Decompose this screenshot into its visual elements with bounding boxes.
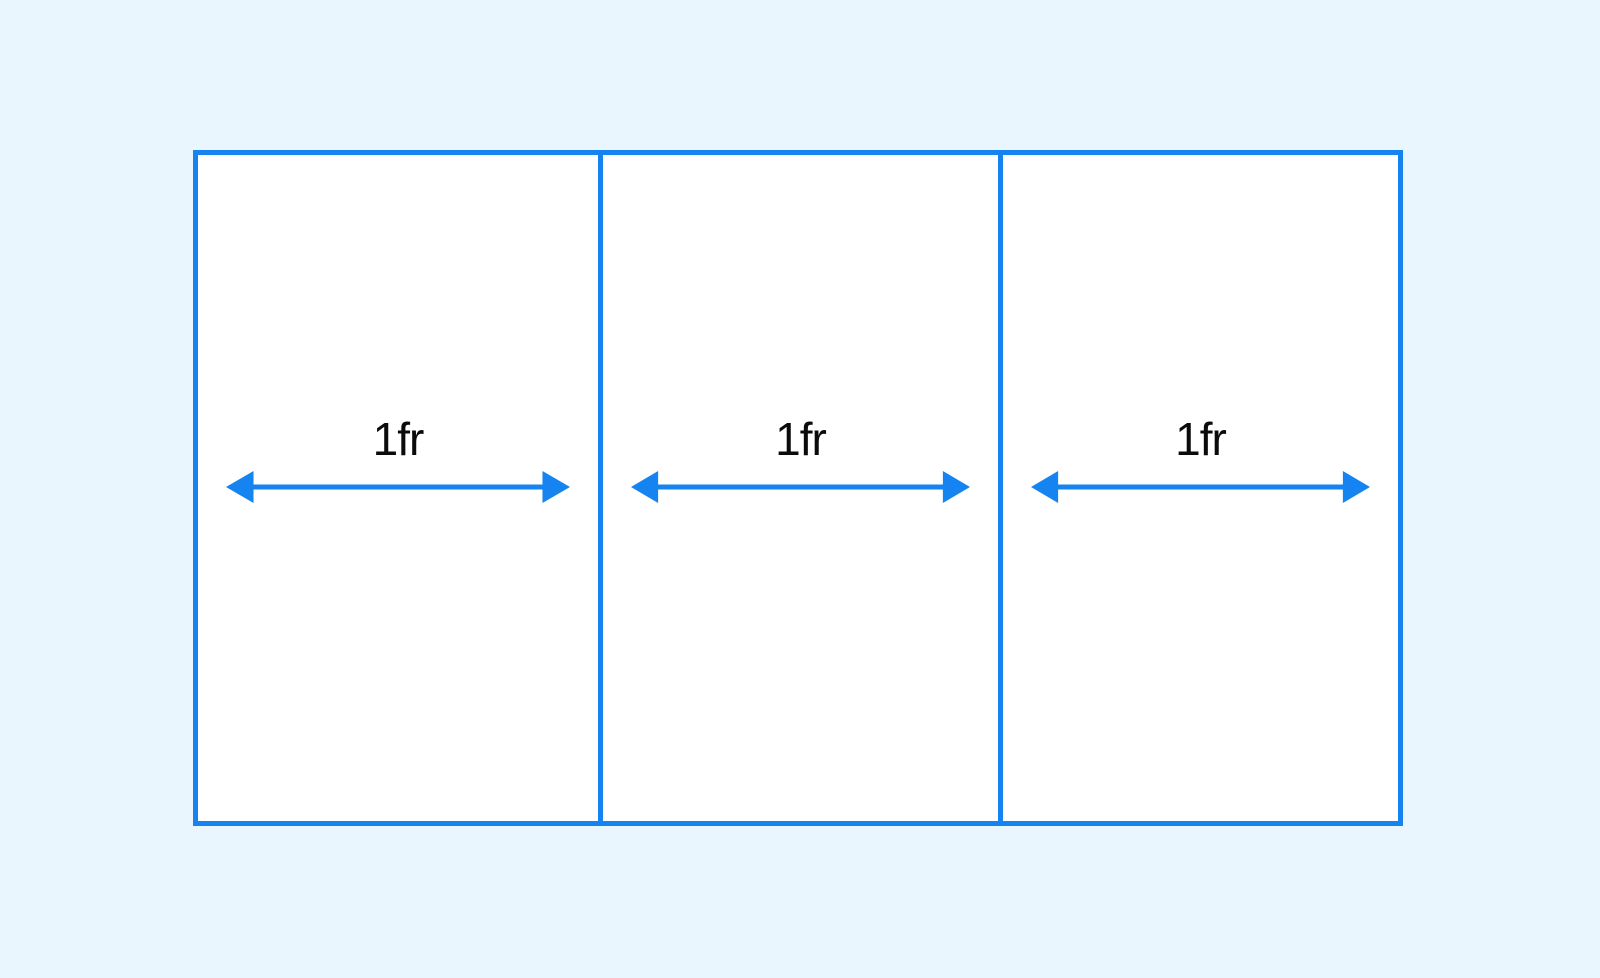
column-width-label: 1fr — [372, 413, 425, 465]
grid-column-2: 1fr — [598, 155, 998, 821]
column-width-label: 1fr — [775, 413, 827, 465]
double-arrow-icon — [631, 470, 970, 504]
column-width-label: 1fr — [1175, 413, 1227, 465]
grid-column-3: 1fr — [998, 155, 1398, 821]
double-arrow-icon — [1031, 470, 1370, 504]
grid-column-1: 1fr — [198, 155, 598, 821]
grid-container: 1fr 1fr 1fr — [193, 150, 1403, 826]
double-arrow-icon — [226, 470, 570, 504]
